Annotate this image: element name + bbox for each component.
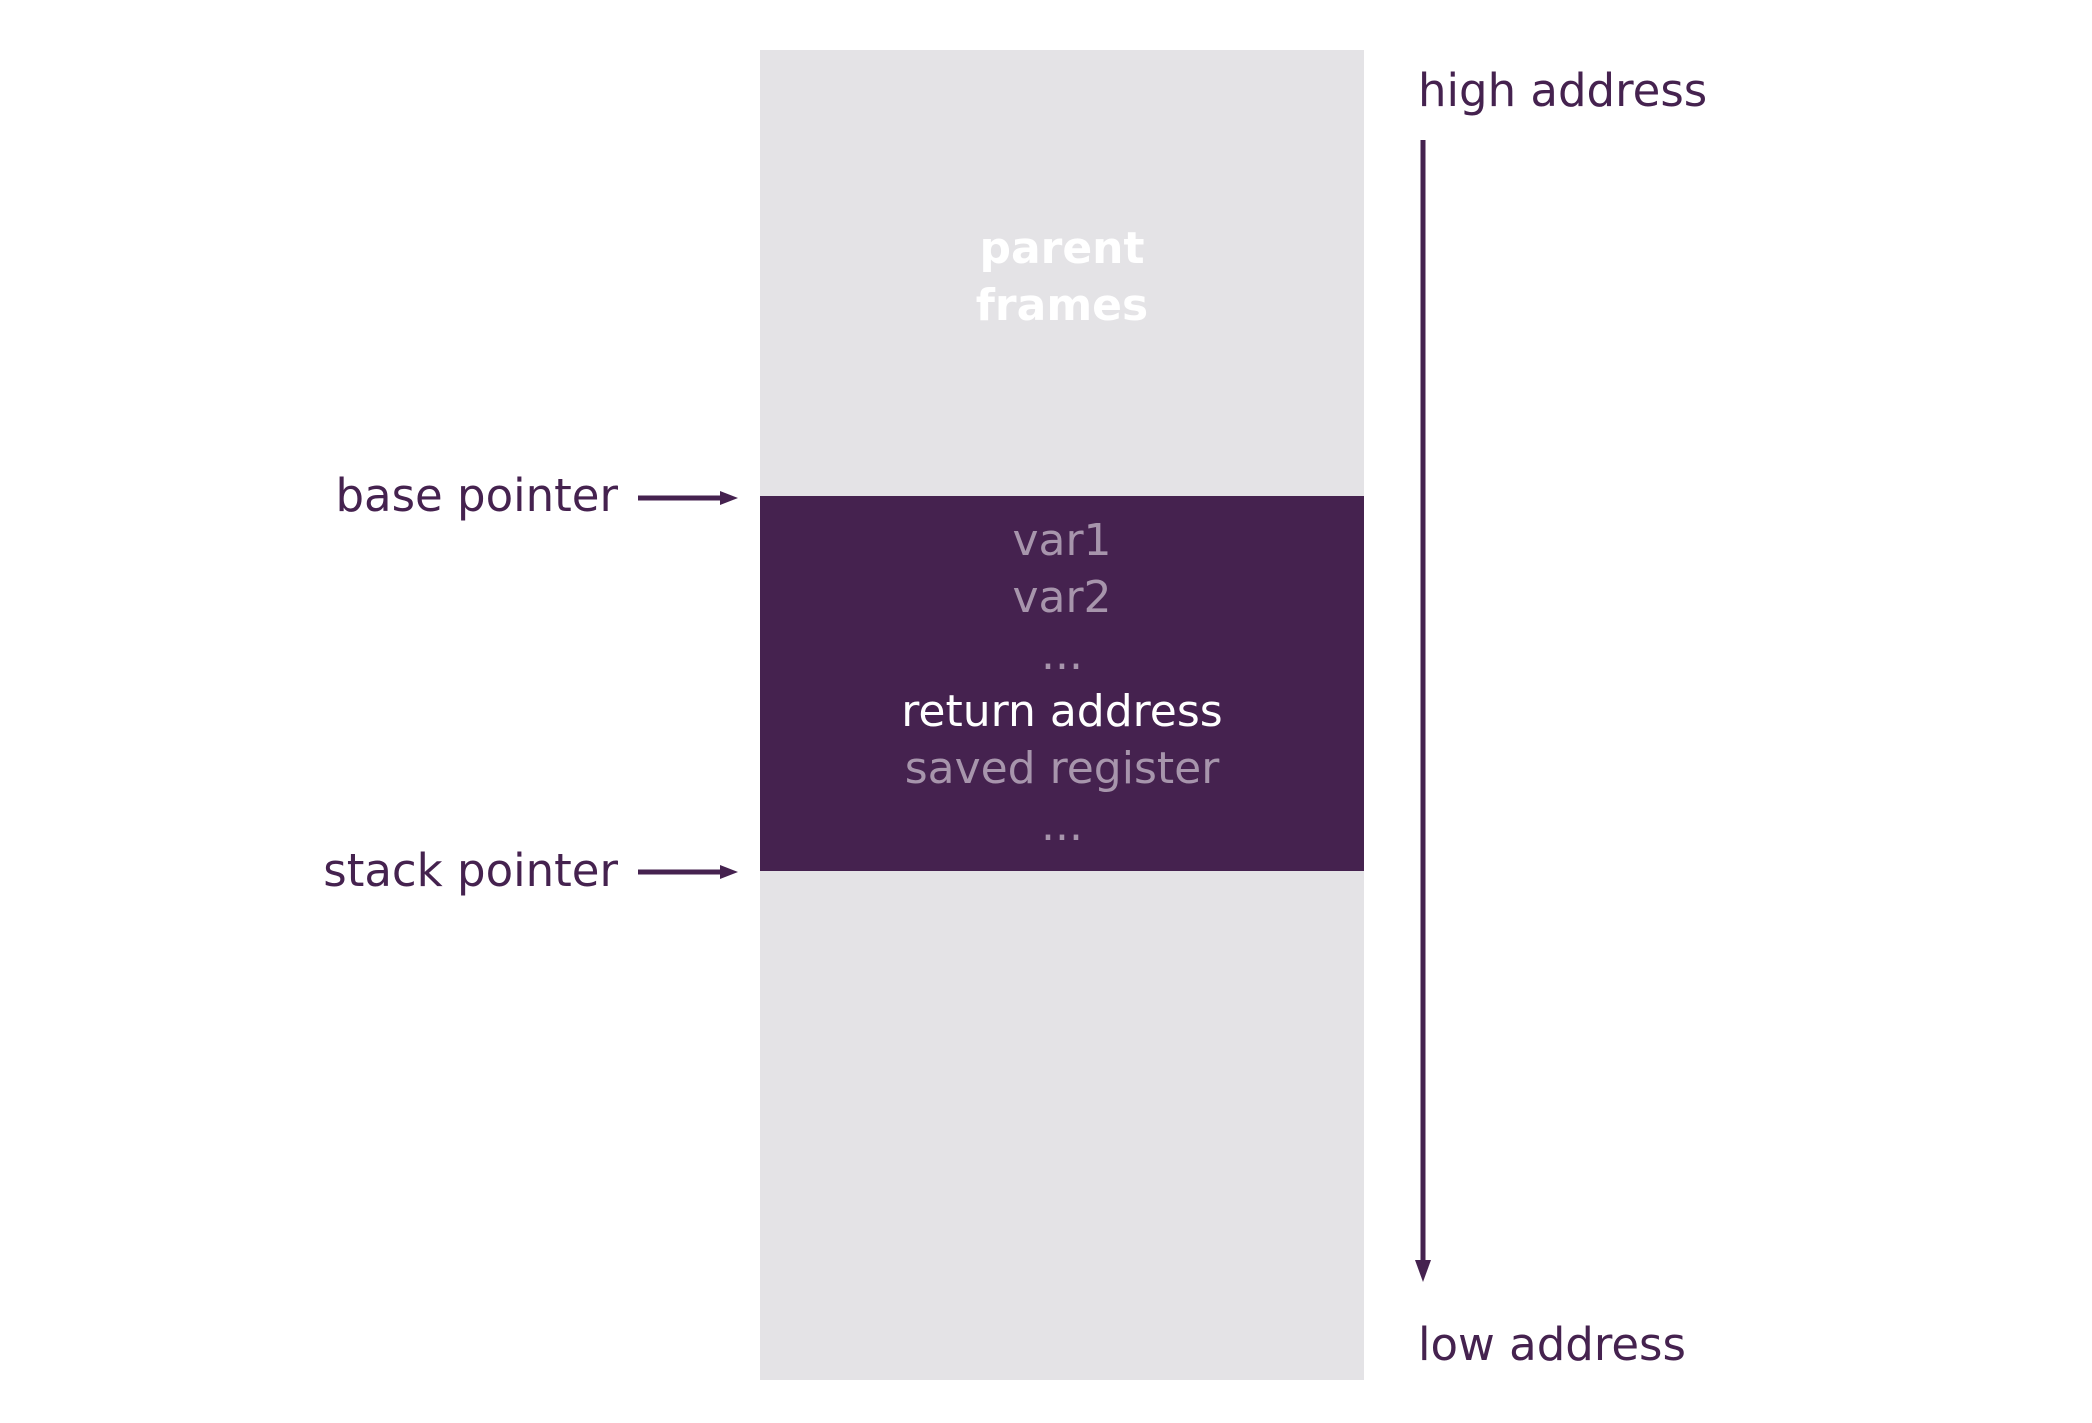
- high-address-label: high address: [1418, 64, 1708, 117]
- parent-frames-label: parent frames: [975, 223, 1149, 331]
- frame-entry-return-address: return address: [901, 686, 1223, 737]
- address-direction-arrow-icon: [1415, 140, 1431, 1282]
- frame-entry-var1: var1: [1012, 515, 1112, 566]
- base-pointer-arrow-icon: [638, 491, 738, 505]
- current-stack-frame: [760, 496, 1364, 871]
- stack-pointer-arrow-icon: [638, 865, 738, 879]
- current-frame-contents: var1 var2 ... return address saved regis…: [760, 512, 1364, 854]
- base-pointer-label: base pointer: [335, 469, 618, 522]
- frame-entry-ellipsis-end: ...: [1041, 800, 1083, 851]
- stack-pointer-label: stack pointer: [323, 844, 618, 897]
- frame-entry-ellipsis: ...: [1041, 629, 1083, 680]
- low-address-label: low address: [1418, 1318, 1686, 1371]
- frame-entry-saved-register: saved register: [904, 743, 1220, 794]
- frame-entry-var2: var2: [1012, 572, 1112, 623]
